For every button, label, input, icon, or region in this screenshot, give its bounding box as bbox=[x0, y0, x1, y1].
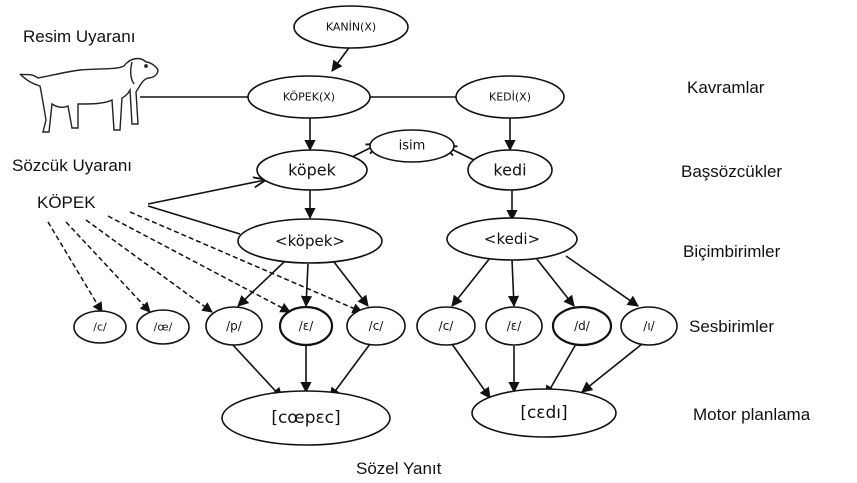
edge-canine-dog bbox=[331, 44, 352, 72]
node-phoneme-c3 bbox=[416, 306, 476, 346]
node-phoneme-e2 bbox=[485, 306, 543, 346]
label-phoneme-p: /p/ bbox=[226, 319, 243, 333]
node-phoneme-c2 bbox=[346, 306, 406, 346]
node-canine bbox=[293, 5, 409, 49]
dashed-word-e bbox=[107, 215, 291, 313]
label-cat-lemma: kedi bbox=[493, 161, 526, 180]
nodes bbox=[73, 5, 678, 446]
label-noun: isim bbox=[399, 139, 426, 154]
edge-cat-morpheme-e bbox=[507, 259, 520, 308]
dashed-word-c1 bbox=[47, 221, 103, 313]
label-dog-motor: [cœpɛc] bbox=[271, 408, 340, 428]
connections bbox=[140, 44, 643, 399]
edge-i-cat-motor bbox=[581, 343, 643, 393]
edge-cat-morpheme-c bbox=[451, 257, 491, 307]
label-dog-morpheme: <köpek> bbox=[275, 232, 345, 250]
label-cat-motor: [cɛdı] bbox=[520, 403, 567, 423]
level-phonemes: Sesbirimler bbox=[689, 317, 775, 336]
level-motor: Motor planlama bbox=[693, 405, 811, 424]
label-cat-concept: KEDİ(X) bbox=[489, 91, 531, 104]
edge-word-dog-lemma bbox=[147, 180, 265, 205]
node-noun bbox=[369, 129, 455, 163]
dashed-word-c2 bbox=[129, 211, 363, 314]
label-phoneme-i: /ı/ bbox=[643, 319, 655, 333]
edge-dog-morpheme-c bbox=[333, 261, 369, 307]
picture-stimulus-label: Resim Uyaranı bbox=[23, 27, 136, 46]
edge-word-dog-morpheme bbox=[147, 205, 241, 235]
edge-c-cat-motor bbox=[451, 343, 491, 399]
node-dog-morpheme bbox=[237, 218, 383, 264]
node-labels: KANİN(X) KÖPEK(X) KEDİ(X) isim köpek ked… bbox=[93, 21, 655, 429]
word-stimulus-label: Sözcük Uyaranı bbox=[12, 156, 132, 175]
node-cat-lemma bbox=[467, 149, 553, 191]
dashed-word-p bbox=[85, 219, 213, 313]
edge-dog-morpheme-p bbox=[237, 261, 285, 307]
label-phoneme-c1: /c/ bbox=[93, 321, 107, 334]
output-label: Sözel Yanıt bbox=[356, 459, 442, 478]
node-phoneme-oe bbox=[136, 309, 190, 345]
level-morphemes: Biçimbirimler bbox=[683, 242, 781, 261]
node-cat-morpheme bbox=[446, 217, 578, 261]
node-dog-lemma bbox=[256, 149, 368, 191]
node-dog-motor bbox=[221, 390, 391, 446]
edge-d-cat-motor bbox=[545, 343, 577, 397]
label-dog-lemma: köpek bbox=[288, 161, 336, 180]
dashed-connections bbox=[47, 211, 363, 314]
dashed-word-oe bbox=[65, 221, 151, 313]
edge-c-dog-motor bbox=[329, 343, 371, 399]
label-phoneme-c2: /c/ bbox=[369, 319, 385, 333]
dog-icon bbox=[19, 57, 159, 133]
node-phoneme-i bbox=[620, 306, 678, 346]
label-phoneme-oe: /œ/ bbox=[154, 321, 173, 334]
node-phoneme-d bbox=[551, 305, 613, 347]
edge-p-dog-motor bbox=[231, 343, 283, 399]
label-cat-morpheme: <kedi> bbox=[484, 230, 540, 248]
edge-cat-morpheme-i bbox=[565, 255, 639, 307]
word-stimulus: KÖPEK bbox=[37, 193, 96, 212]
node-phoneme-e1 bbox=[278, 305, 334, 347]
label-phoneme-e2: /ɛ/ bbox=[507, 319, 523, 333]
label-phoneme-d: /d/ bbox=[574, 319, 591, 333]
label-canine: KANİN(X) bbox=[326, 21, 376, 34]
node-phoneme-c1 bbox=[73, 310, 127, 344]
level-concepts: Kavramlar bbox=[687, 78, 765, 97]
label-phoneme-e1: /ɛ/ bbox=[299, 319, 315, 333]
edge-dog-morpheme-e bbox=[300, 263, 313, 308]
node-cat-motor bbox=[471, 388, 617, 438]
label-dog-concept: KÖPEK(X) bbox=[283, 91, 335, 104]
node-cat-concept bbox=[455, 75, 565, 119]
node-phoneme-p bbox=[205, 306, 263, 346]
label-phoneme-c3: /c/ bbox=[439, 319, 455, 333]
edge-cat-morpheme-d bbox=[535, 257, 575, 307]
node-dog-concept bbox=[247, 75, 371, 119]
level-lemmas: Başsözcükler bbox=[681, 162, 783, 181]
